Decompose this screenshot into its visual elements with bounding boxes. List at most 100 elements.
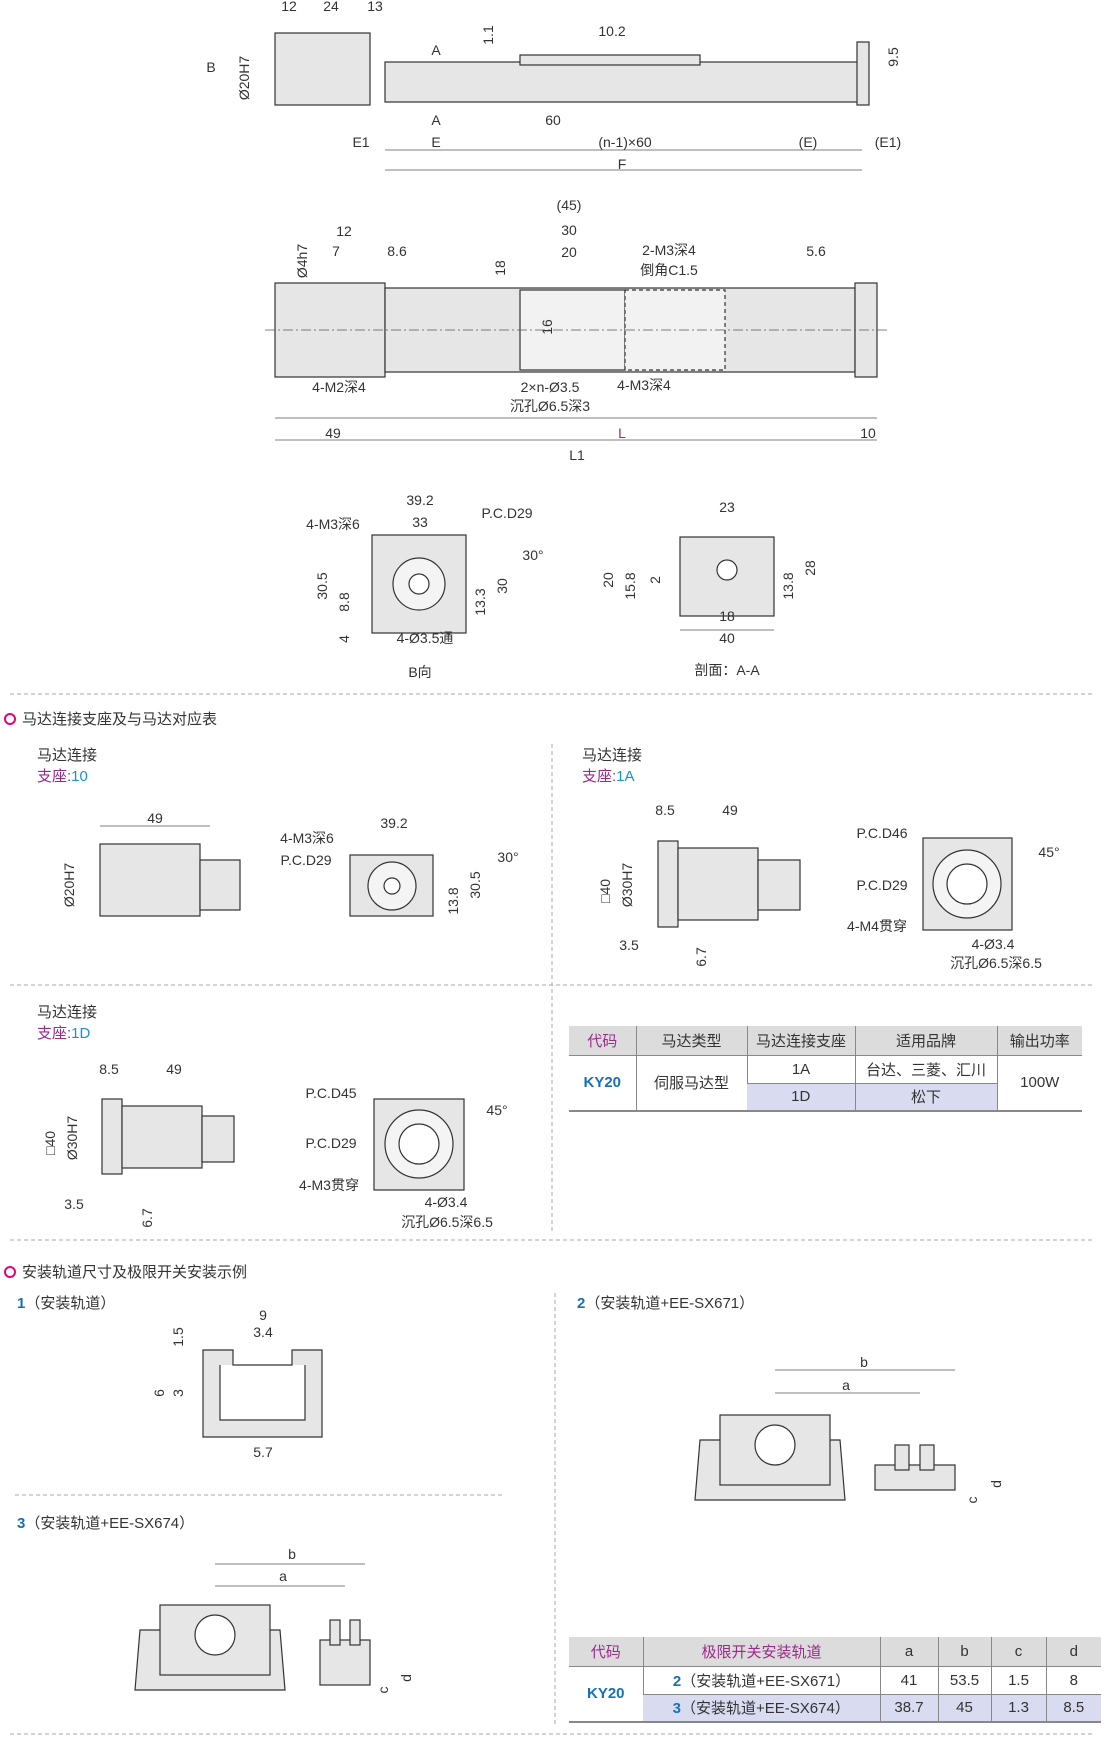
b-cell: 45 (937, 1693, 991, 1722)
motor-block-top (274, 32, 371, 106)
dim: 30 (494, 578, 510, 594)
example-2-title: 2（安装轨道+EE-SX671） (577, 1292, 754, 1313)
dim: 沉孔Ø6.5深3 (509, 398, 591, 414)
dim: 18 (492, 260, 508, 276)
dim: 8.8 (336, 592, 352, 612)
dim: L1 (569, 447, 585, 463)
dim: 1.1 (480, 25, 496, 45)
table-row: 3（安装轨道+EE-SX674） 38.7 45 1.3 8.5 (569, 1693, 1101, 1722)
dim: 9 (259, 1307, 267, 1323)
col-header: 极限开关安装轨道 (642, 1637, 880, 1666)
dim: 24 (323, 0, 339, 14)
dim: 8.6 (387, 243, 407, 259)
table-header: 代码 马达类型 马达连接支座 适用品牌 输出功率 (569, 1026, 1082, 1055)
dim: E1 (352, 134, 370, 150)
dim: Ø30H7 (64, 1115, 80, 1161)
dim: 3 (170, 1389, 186, 1397)
dim: 16 (539, 319, 555, 335)
dim: A (431, 42, 441, 58)
dim: L (618, 425, 626, 441)
dim: 4-M4贯穿 (847, 918, 907, 934)
dim: 30° (522, 547, 544, 563)
label: 马达连接 (37, 747, 98, 764)
code-cell: KY20 (569, 1054, 636, 1111)
dim: 5.7 (253, 1444, 273, 1460)
key: 支座: (582, 768, 617, 785)
col-header: a (879, 1637, 938, 1666)
dim: 3.5 (64, 1196, 84, 1212)
label: 马达连接 (37, 1004, 98, 1021)
label: （安装轨道） (25, 1295, 116, 1312)
dim: 30 (561, 222, 577, 238)
dim: d (398, 1674, 414, 1682)
view-caption: 剖面：A-A (694, 662, 760, 678)
dim: a (279, 1568, 287, 1584)
value: 1D (71, 1025, 91, 1042)
key: 支座: (37, 768, 72, 785)
bullet-ring-icon (4, 1265, 16, 1278)
dim: B (206, 59, 216, 75)
dim: 4 (336, 635, 352, 643)
example-1-title: 1（安装轨道） (17, 1292, 115, 1313)
dim: 4-M3贯穿 (299, 1177, 359, 1193)
table-row: KY20 伺服马达型 1A 台达、三菱、汇川 100W (569, 1054, 1082, 1111)
dim: Ø4h7 (294, 243, 310, 279)
key: 支座: (37, 1025, 72, 1042)
b-cell: 53.5 (937, 1665, 991, 1694)
dim: 30.5 (467, 871, 483, 899)
dim: 13.8 (445, 887, 461, 915)
brand-cell: 台达、三菱、汇川 (854, 1054, 997, 1083)
rail-body-top (384, 61, 864, 103)
dim: c (964, 1496, 980, 1504)
table-row: 1D 松下 (569, 1082, 1082, 1111)
dim: P.C.D45 (305, 1085, 357, 1101)
dim: 10 (860, 425, 876, 441)
dim: 4-M3深6 (280, 830, 334, 846)
view-caption: B向 (408, 664, 432, 680)
dim: 20 (561, 244, 577, 260)
motor-support-table: 代码 马达类型 马达连接支座 适用品牌 输出功率 KY20 伺服马达型 1A 台… (569, 1026, 1082, 1113)
dim: (45) (556, 197, 582, 213)
col-header: 马达连接支座 (746, 1026, 855, 1055)
dim: 33 (412, 514, 428, 530)
dim: P.C.D46 (856, 825, 908, 841)
slider-top (519, 54, 701, 66)
dim: a (842, 1377, 850, 1393)
label: （安装轨道+EE-SX671） (585, 1295, 755, 1312)
dim: Ø30H7 (619, 862, 635, 908)
dim: 8.5 (99, 1061, 119, 1077)
dim: 18 (719, 608, 735, 624)
col-header: 适用品牌 (854, 1026, 997, 1055)
dim: 沉孔Ø6.5深6.5 (950, 955, 1042, 971)
dim: b (288, 1546, 296, 1562)
col-header: 代码 (569, 1026, 636, 1055)
c-cell: 1.3 (990, 1693, 1046, 1722)
dim: 沉孔Ø6.5深6.5 (401, 1214, 493, 1230)
support-cell: 1D (747, 1082, 855, 1111)
support-1a-title: 马达连接支座:1A (582, 744, 642, 786)
dim: 12 (281, 0, 297, 14)
dim: P.C.D29 (856, 877, 908, 893)
col-header: 输出功率 (996, 1026, 1082, 1055)
dim: 4-Ø3.4 (971, 936, 1015, 952)
dim: 10.2 (598, 23, 626, 39)
num: 2 (672, 1672, 682, 1690)
dim: c (375, 1686, 391, 1694)
dim: 3.5 (619, 937, 639, 953)
dim: d (988, 1480, 1004, 1488)
dim: 49 (722, 802, 738, 818)
support-1d-title: 马达连接支座:1D (37, 1001, 97, 1043)
dim: 4-Ø3.4 (424, 1194, 468, 1210)
dim: 49 (166, 1061, 182, 1077)
table-row: KY20 2（安装轨道+EE-SX671） 41 53.5 1.5 8 (569, 1665, 1101, 1722)
dim: (E) (798, 134, 818, 150)
dim: 5.6 (806, 243, 826, 259)
dim: 30° (497, 849, 519, 865)
support-10-title: 马达连接支座:10 (37, 744, 97, 786)
dividers (10, 693, 1095, 1735)
dim: 20 (600, 572, 616, 588)
dim: P.C.D29 (305, 1135, 357, 1151)
motor-type-cell: 伺服马达型 (635, 1054, 747, 1111)
col-header: 代码 (569, 1637, 643, 1666)
